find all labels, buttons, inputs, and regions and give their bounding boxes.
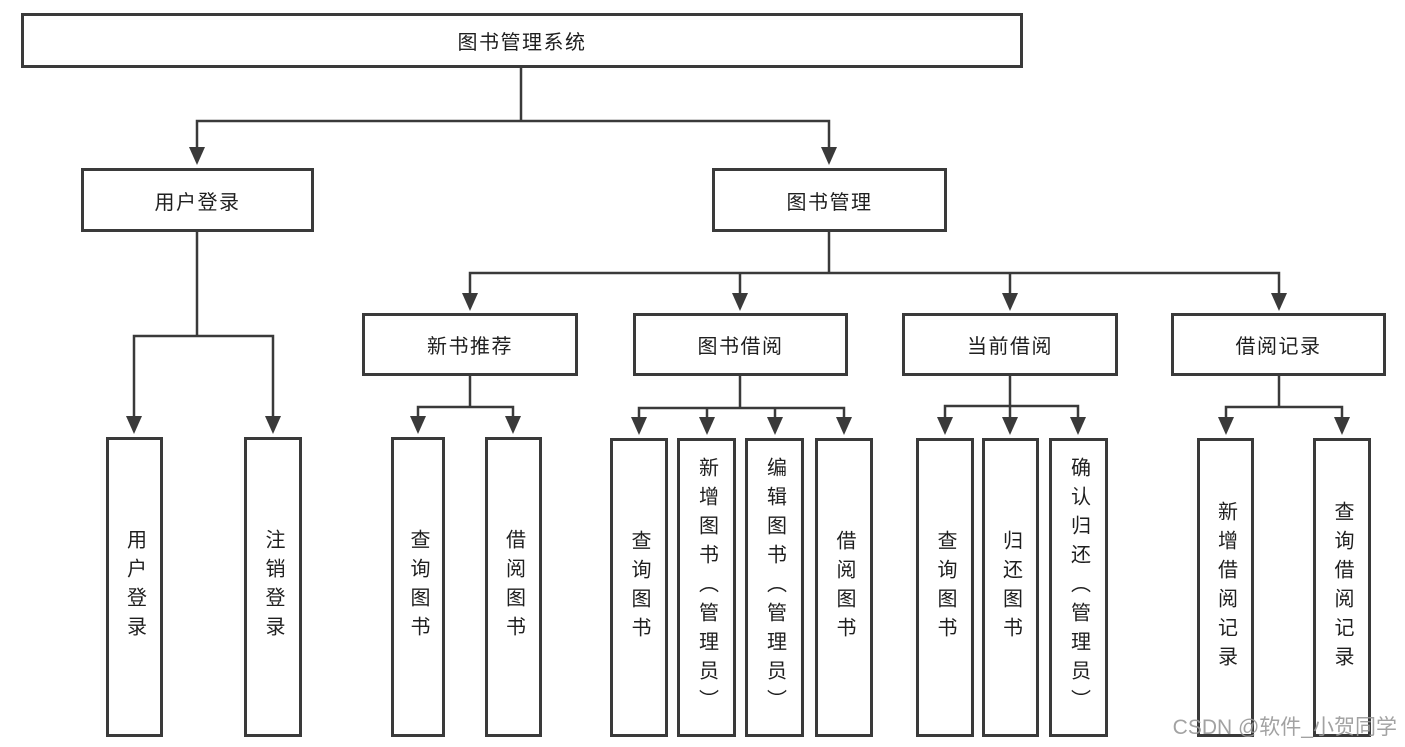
- node-borrowing-records: 借阅记录: [1171, 313, 1386, 376]
- node-label: 新增图书（管理员）: [695, 457, 718, 718]
- node-label: 查询图书: [628, 529, 650, 646]
- node-label: 用户登录: [154, 191, 241, 214]
- leaf-confirm-return-admin: 确认归还（管理员）: [1049, 438, 1108, 737]
- node-book-borrowing: 图书借阅: [633, 313, 848, 376]
- node-label: 确认归还（管理员）: [1067, 457, 1090, 718]
- leaf-query-books-current: 查询图书: [916, 438, 974, 737]
- leaf-query-borrow-record: 查询借阅记录: [1313, 438, 1371, 737]
- node-label: 新书推荐: [427, 336, 513, 358]
- node-label: 图书管理系统: [457, 32, 587, 54]
- node-label: 用户登录: [123, 529, 146, 645]
- leaf-borrow-books: 借阅图书: [815, 438, 873, 737]
- leaf-borrow-books-recommend: 借阅图书: [485, 437, 542, 737]
- node-label: 当前借阅: [967, 336, 1053, 358]
- node-label: 图书管理: [786, 191, 873, 214]
- leaf-add-borrow-record: 新增借阅记录: [1197, 438, 1254, 737]
- node-label: 新增借阅记录: [1214, 500, 1237, 675]
- tree-edges: [132, 66, 1344, 422]
- leaf-query-books-recommend: 查询图书: [391, 437, 445, 737]
- leaf-query-books-borrow: 查询图书: [610, 438, 668, 737]
- node-user-login: 用户登录: [81, 168, 314, 232]
- node-label: 归还图书: [999, 529, 1022, 646]
- leaf-user-login: 用户登录: [106, 437, 163, 737]
- node-label: 编辑图书（管理员）: [763, 457, 786, 718]
- node-label: 查询借阅记录: [1331, 500, 1353, 675]
- leaf-add-books-admin: 新增图书（管理员）: [677, 438, 736, 737]
- node-book-management: 图书管理: [712, 168, 947, 232]
- leaf-edit-books-admin: 编辑图书（管理员）: [745, 438, 804, 737]
- arrowheads: [126, 147, 1350, 435]
- leaf-logout: 注销登录: [244, 437, 302, 737]
- node-label: 查询图书: [407, 529, 429, 645]
- node-current-borrowing: 当前借阅: [902, 313, 1118, 376]
- node-label: 借阅图书: [833, 529, 855, 646]
- node-label: 注销登录: [262, 529, 284, 645]
- node-new-book-recommendation: 新书推荐: [362, 313, 578, 376]
- node-label: 借阅记录: [1235, 336, 1322, 358]
- leaf-return-books: 归还图书: [982, 438, 1039, 737]
- node-label: 查询图书: [934, 529, 956, 646]
- node-label: 借阅图书: [502, 529, 525, 645]
- node-label: 图书借阅: [697, 336, 784, 358]
- node-library-management-system: 图书管理系统: [21, 13, 1023, 68]
